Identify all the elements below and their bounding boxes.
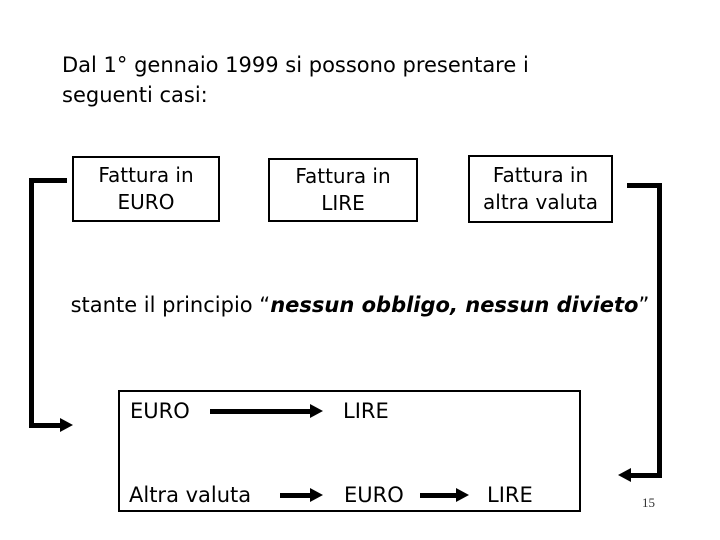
principle-suffix: ” (638, 293, 650, 317)
flow-row2-to-label: LIRE (487, 483, 533, 507)
flow-row2-arrow-right-icon (420, 488, 469, 502)
flow-row2-mid-label: EURO (344, 483, 404, 507)
box-fattura-euro: Fattura in EURO (72, 156, 220, 222)
right-bracket-arrow-left-icon (618, 468, 662, 482)
flow-row1-arrow-right-icon (210, 404, 323, 418)
flow-row2-arrow-right-icon (280, 488, 323, 502)
flow-row1-to-label: LIRE (343, 399, 389, 423)
right-bracket-top-line (627, 183, 662, 188)
box-label-line: LIRE (321, 191, 365, 215)
left-bracket-top-line (29, 178, 67, 183)
box-label-line: Fattura in (98, 163, 194, 187)
left-bracket-arrow-right-icon (29, 418, 73, 432)
principle-prefix: stante il principio “ (70, 293, 271, 317)
left-bracket-vertical-line (29, 178, 34, 428)
page-number: 15 (642, 495, 655, 510)
flow-row1-from-label: EURO (130, 399, 190, 423)
principle-text: stante il principio “nessun obbligo, nes… (10, 291, 710, 319)
box-fattura-lire: Fattura in LIRE (268, 158, 418, 222)
principle-emphasis: nessun obbligo, nessun divieto (270, 293, 639, 317)
box-label-line: EURO (117, 190, 175, 214)
box-label-line: Fattura in (295, 164, 391, 188)
box-label-line: altra valuta (483, 190, 598, 214)
flow-row2-from-label: Altra valuta (129, 483, 252, 507)
slide-title: Dal 1° gennaio 1999 si possono presentar… (62, 53, 529, 107)
box-fattura-altra-valuta: Fattura in altra valuta (468, 155, 613, 223)
box-label-line: Fattura in (492, 163, 589, 187)
conversion-flow-box: EURO LIRE Altra valuta EURO LIRE (118, 390, 581, 512)
right-bracket-vertical-line (657, 183, 662, 478)
